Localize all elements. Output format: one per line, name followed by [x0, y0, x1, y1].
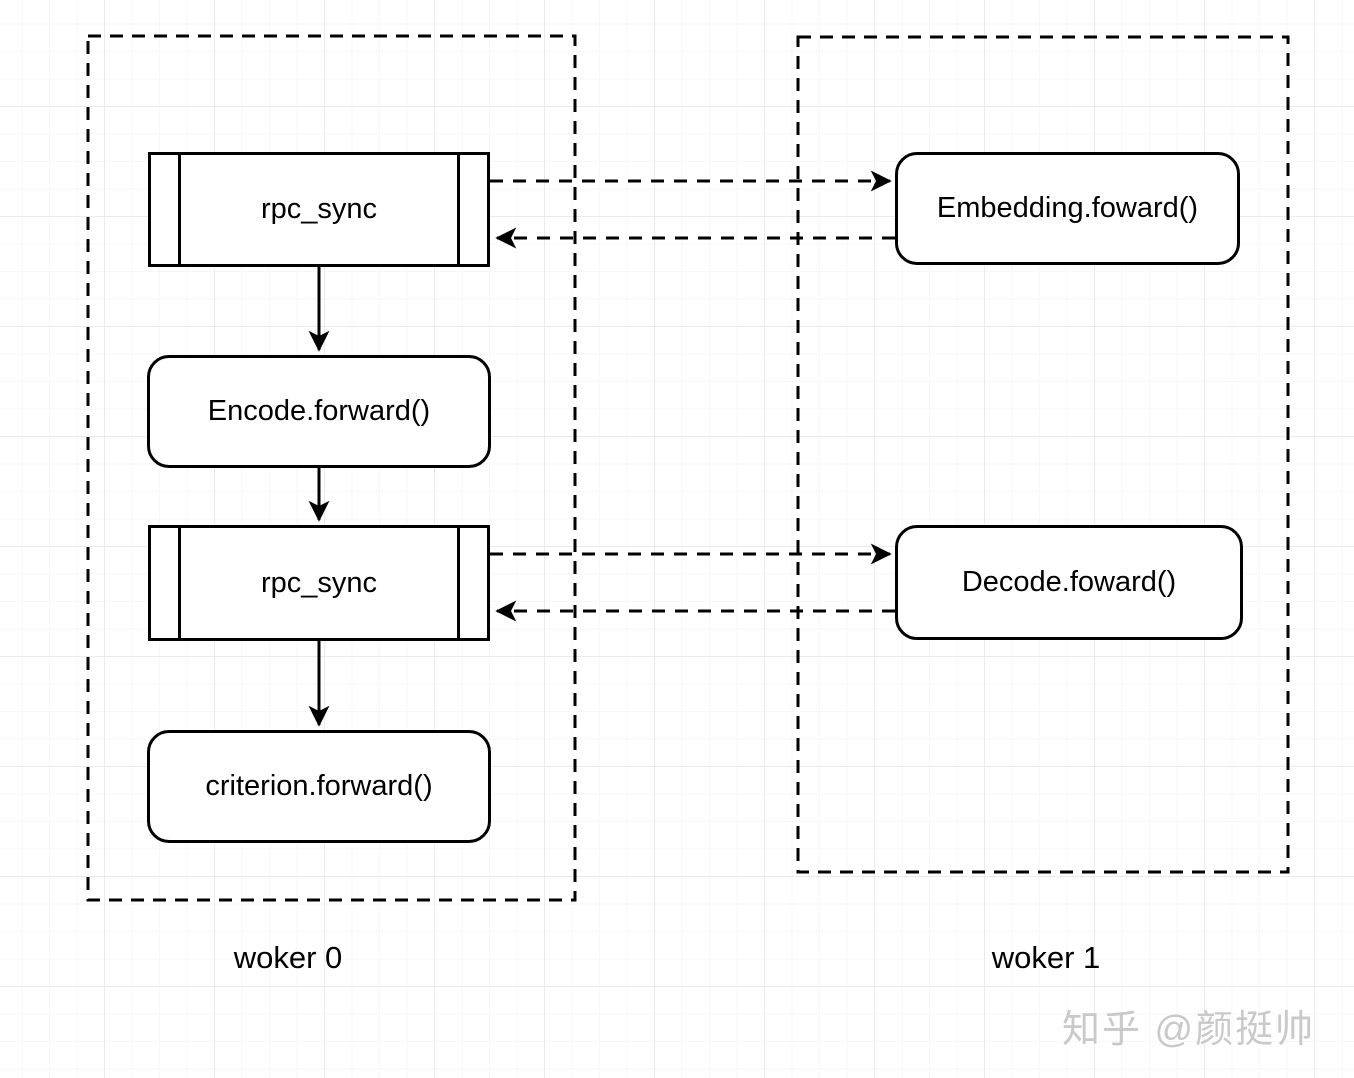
- encode-forward-label: Encode.forward(): [207, 395, 431, 427]
- criterion-forward-box: criterion.forward(): [147, 730, 491, 843]
- decode-forward-box: Decode.foward(): [895, 525, 1243, 640]
- rpc-sync-2-right-bar: [457, 528, 460, 638]
- embedding-forward-box: Embedding.foward(): [895, 152, 1240, 265]
- worker-0-label: woker 0: [233, 940, 343, 975]
- embedding-forward-label: Embedding.foward(): [936, 192, 1199, 224]
- rpc-sync-box-2: rpc_sync: [148, 525, 490, 641]
- worker-1-label: woker 1: [991, 940, 1101, 975]
- watermark: 知乎 @颜挺帅: [1062, 1009, 1316, 1051]
- decode-forward-label: Decode.foward(): [961, 566, 1177, 598]
- rpc-sync-1-left-bar: [178, 155, 181, 264]
- rpc-sync-1-label: rpc_sync: [260, 193, 378, 225]
- rpc-sync-2-label: rpc_sync: [260, 566, 378, 599]
- rpc-sync-2-left-bar: [178, 528, 181, 638]
- encode-forward-box: Encode.forward(): [147, 355, 491, 468]
- rpc-sync-1-right-bar: [457, 155, 460, 264]
- criterion-forward-label: criterion.forward(): [205, 770, 433, 802]
- rpc-sync-box-1: rpc_sync: [148, 152, 490, 267]
